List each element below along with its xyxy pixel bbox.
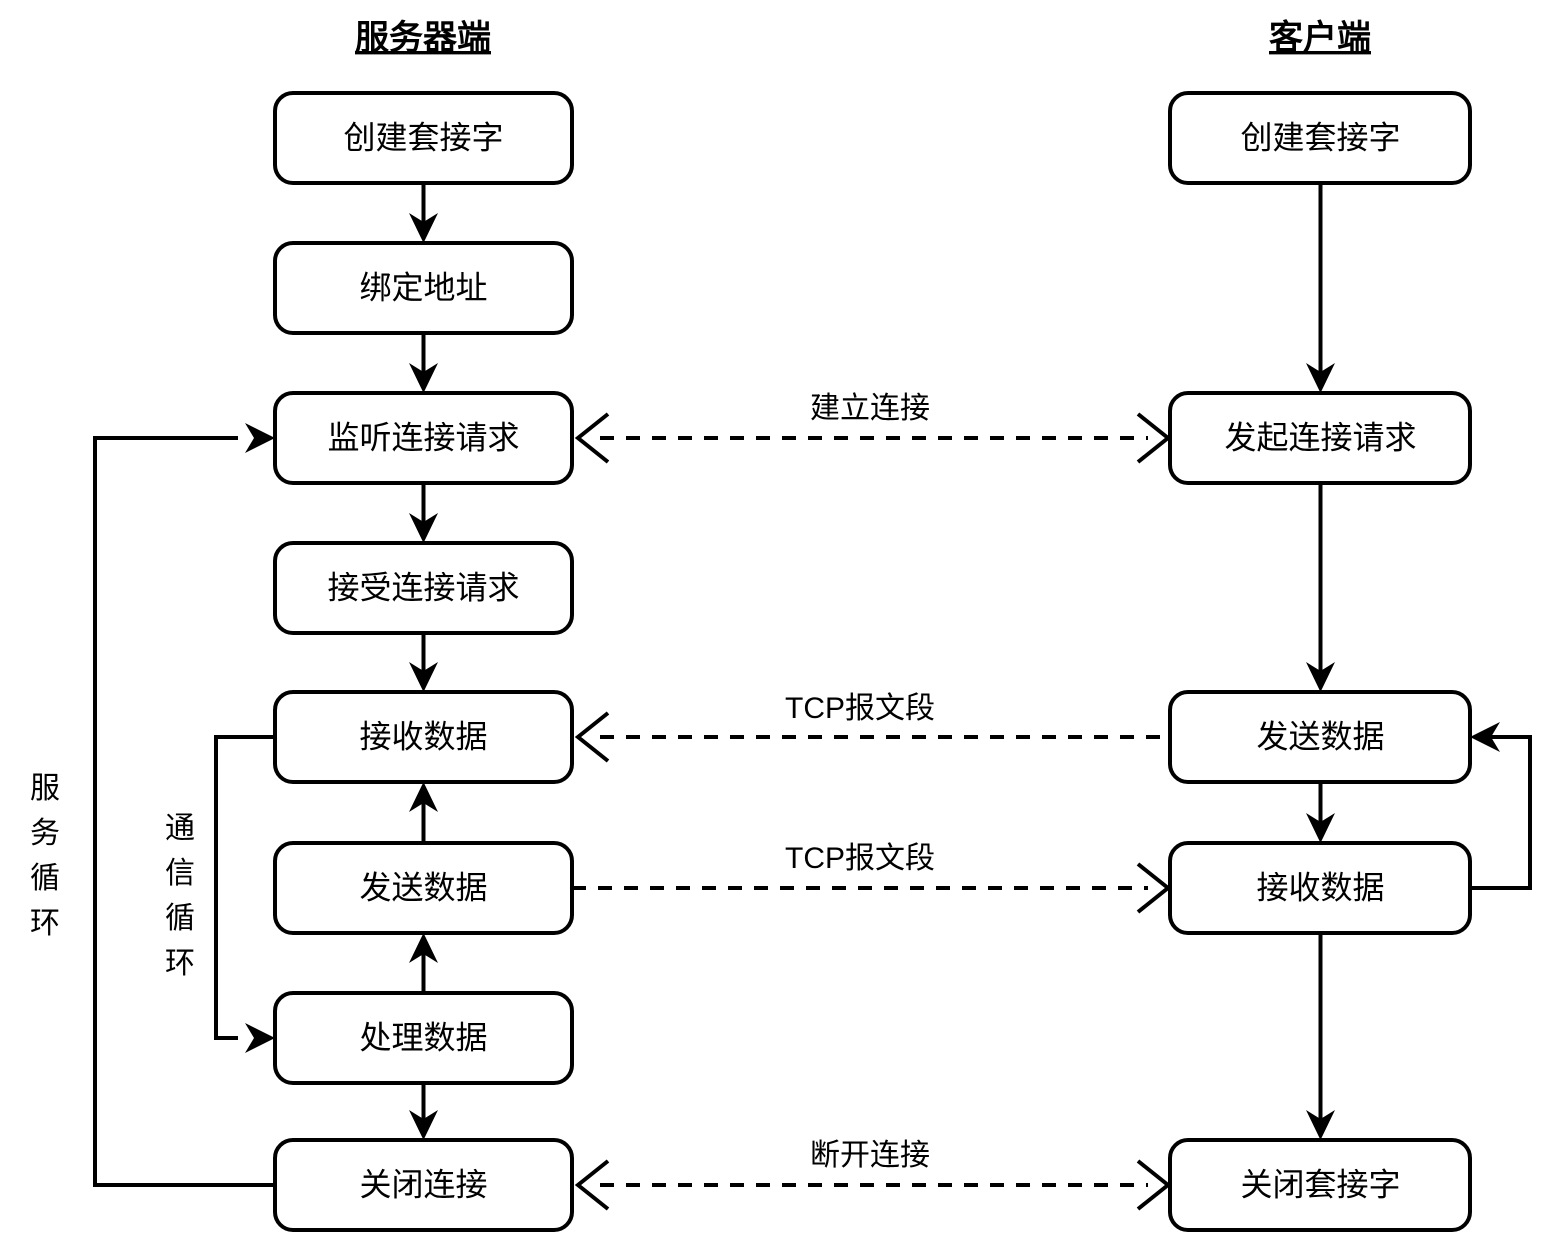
arrowhead-service-loop — [245, 423, 275, 453]
server-node-bind[interactable]: 绑定地址 — [273, 241, 574, 335]
node-label: 发送数据 — [1256, 718, 1384, 754]
server-node-close-connection[interactable]: 关闭连接 — [273, 1138, 574, 1232]
arrowhead-establish-left — [574, 412, 610, 464]
arrowhead-communication-loop — [245, 1023, 275, 1053]
service-loop-label-char-2: 循 — [30, 862, 60, 895]
arrowhead-listen-to-accept — [409, 513, 438, 543]
arrowhead-client-recv-to-close — [1306, 1110, 1335, 1140]
node-box[interactable] — [273, 690, 574, 784]
server-node-create-socket[interactable]: 创建套接字 — [273, 91, 574, 185]
communication-loop-label-char-0: 通 — [165, 812, 195, 845]
communication-loop-label-char-3: 环 — [165, 947, 195, 980]
arrowhead-send-to-recv — [409, 782, 438, 812]
arrowhead-accept-to-recv — [409, 662, 438, 692]
node-box[interactable] — [273, 391, 574, 485]
node-box[interactable] — [1168, 91, 1472, 185]
arrowhead-establish-right — [1136, 412, 1172, 464]
node-label: 绑定地址 — [359, 269, 487, 305]
service-loop-label-char-0: 服 — [30, 772, 60, 805]
arrowhead-tcp-upward-left — [574, 711, 610, 763]
node-label: 接收数据 — [359, 718, 487, 754]
node-box[interactable] — [273, 841, 574, 935]
cross-edge-tcp-upward: TCP报文段 — [574, 692, 1170, 763]
cross-edge-establish: 建立连接 — [574, 392, 1172, 464]
edge-establish-label: 建立连接 — [810, 392, 930, 425]
service-loop-label: 服 务 循 环 — [30, 772, 60, 940]
cross-edge-tcp-downward: TCP报文段 — [572, 842, 1172, 914]
arrowhead-client-create-to-connect — [1306, 363, 1335, 393]
server-flow-connectors — [409, 183, 438, 1140]
arrowhead-client-send-to-recv — [1306, 813, 1335, 843]
service-loop-line — [93, 436, 275, 1187]
client-loop-line — [1470, 735, 1532, 890]
client-node-send-data[interactable]: 发送数据 — [1168, 690, 1472, 784]
arrowhead-tcp-downward-right — [1136, 862, 1172, 914]
node-label: 处理数据 — [359, 1019, 487, 1055]
communication-loop-label-char-2: 循 — [165, 902, 195, 935]
client-node-receive-data[interactable]: 接收数据 — [1168, 841, 1472, 935]
node-box[interactable] — [273, 91, 574, 185]
arrowhead-process-to-close — [409, 1110, 438, 1140]
server-lane-title: 服务器端 — [355, 19, 491, 57]
node-label: 接收数据 — [1256, 869, 1384, 905]
arrowhead-create-to-bind — [409, 213, 438, 243]
service-loop-label-char-3: 环 — [30, 907, 60, 940]
node-box[interactable] — [273, 541, 574, 635]
node-label: 发送数据 — [359, 869, 487, 905]
node-label: 接受连接请求 — [327, 569, 519, 605]
communication-loop-label-char-1: 信 — [165, 857, 195, 890]
edge-disconnect-label: 断开连接 — [810, 1139, 930, 1172]
node-box[interactable] — [1168, 690, 1472, 784]
arrowhead-client-connect-to-send — [1306, 662, 1335, 692]
node-box[interactable] — [1168, 1138, 1472, 1232]
lane-title-client: 客户端 — [1269, 18, 1371, 57]
node-label: 创建套接字 — [1240, 119, 1400, 155]
client-node-connect-request[interactable]: 发起连接请求 — [1168, 391, 1472, 485]
arrowhead-bind-to-listen — [409, 363, 438, 393]
node-box[interactable] — [1168, 841, 1472, 935]
edge-tcp-downward-label: TCP报文段 — [785, 842, 935, 875]
client-node-close-socket[interactable]: 关闭套接字 — [1168, 1138, 1472, 1232]
client-flow-connectors — [1306, 183, 1335, 1140]
arrowhead-disconnect-right — [1136, 1159, 1172, 1211]
communication-loop-line — [214, 735, 275, 1040]
arrowhead-process-to-send — [409, 933, 438, 963]
node-label: 发起连接请求 — [1224, 419, 1416, 455]
node-label: 关闭套接字 — [1240, 1166, 1400, 1202]
service-loop-path — [93, 423, 275, 1187]
client-lane-title: 客户端 — [1269, 18, 1371, 57]
service-loop-label-char-1: 务 — [30, 817, 60, 850]
server-node-listen[interactable]: 监听连接请求 — [273, 391, 574, 485]
cross-edge-disconnect: 断开连接 — [574, 1139, 1172, 1211]
node-label: 创建套接字 — [343, 119, 503, 155]
server-node-receive-data[interactable]: 接收数据 — [273, 690, 574, 784]
arrowhead-client-loop — [1470, 722, 1500, 752]
server-node-send-data[interactable]: 发送数据 — [273, 841, 574, 935]
node-box[interactable] — [273, 991, 574, 1085]
node-label: 关闭连接 — [359, 1166, 487, 1202]
node-box[interactable] — [273, 241, 574, 335]
node-label: 监听连接请求 — [327, 419, 519, 455]
client-loop-path — [1470, 722, 1532, 890]
communication-loop-label: 通 信 循 环 — [165, 812, 195, 980]
node-box[interactable] — [1168, 391, 1472, 485]
server-node-process-data[interactable]: 处理数据 — [273, 991, 574, 1085]
server-node-accept[interactable]: 接受连接请求 — [273, 541, 574, 635]
edge-tcp-upward-label: TCP报文段 — [785, 692, 935, 725]
communication-loop-path — [214, 735, 275, 1053]
arrowhead-disconnect-left — [574, 1159, 610, 1211]
node-box[interactable] — [273, 1138, 574, 1232]
client-node-create-socket[interactable]: 创建套接字 — [1168, 91, 1472, 185]
lane-title-server: 服务器端 — [355, 19, 491, 57]
